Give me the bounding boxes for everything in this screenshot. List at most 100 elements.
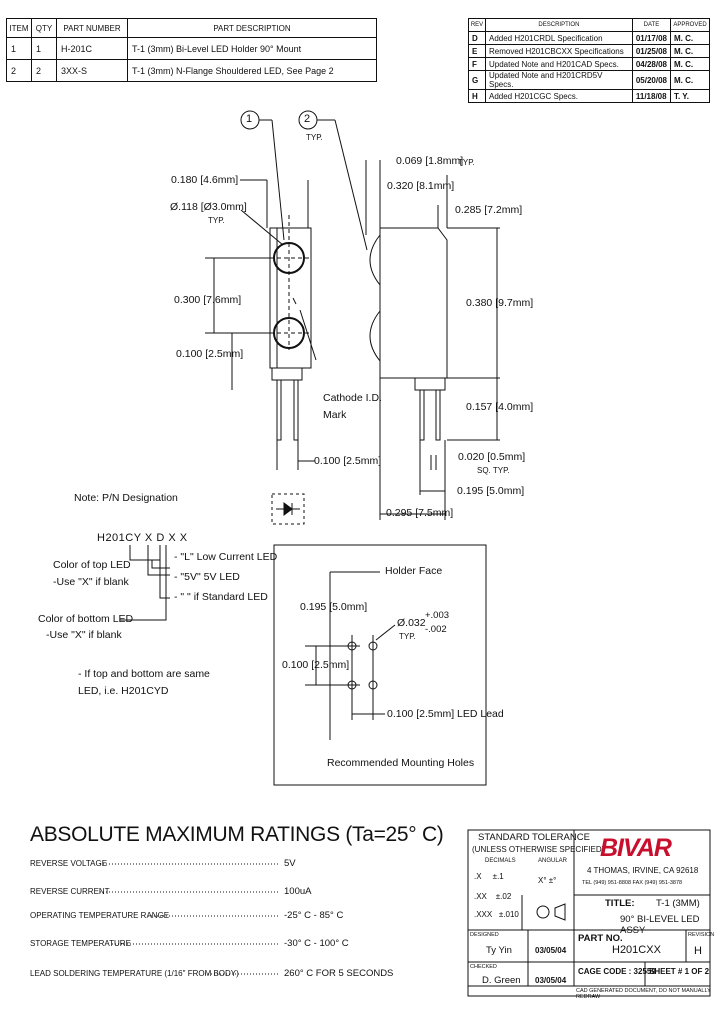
- rating-label: LEAD SOLDERING TEMPERATURE (1/16" FROM B…: [30, 969, 239, 978]
- check-date: 03/05/04: [535, 976, 567, 985]
- part-no: H201CXX: [612, 944, 661, 956]
- title-line2: 90° BI-LEVEL LED ASSY: [620, 914, 700, 936]
- dim-0100: 0.100 [2.5mm]: [176, 348, 244, 360]
- dim-0320: 0.320 [8.1mm]: [387, 180, 455, 192]
- pn-suffix-5v: - "5V" 5V LED: [174, 571, 240, 583]
- pn-note: Note: P/N Designation: [74, 492, 178, 504]
- dim-0180: 0.180 [4.6mm]: [171, 174, 239, 186]
- checked-label: CHECKED: [470, 964, 497, 970]
- phone: TEL (949) 951-8808 FAX (949) 951-3878: [582, 880, 683, 886]
- angular-label: ANGULAR: [538, 858, 568, 864]
- dim-0020-typ: SQ. TYP.: [477, 466, 510, 475]
- pn-same-note: - If top and bottom are same: [78, 668, 210, 680]
- dim-0285: 0.285 [7.2mm]: [455, 204, 523, 216]
- rating-label: STORAGE TEMPERATURE: [30, 939, 131, 948]
- std-tolerance: STANDARD TOLERANCE: [478, 832, 590, 843]
- cell: H: [468, 89, 486, 103]
- rating-label: REVERSE VOLTAGE: [30, 859, 108, 868]
- rating-label: OPERATING TEMPERATURE RANGE: [30, 911, 170, 920]
- parts-table: ITEM QTY PART NUMBER PART DESCRIPTION 1 …: [6, 18, 377, 82]
- pn-bottom-led: Color of bottom LED: [38, 613, 134, 625]
- dim-0069: 0.069 [1.8mm]: [396, 155, 464, 167]
- designed-label: DESIGNED: [470, 932, 499, 938]
- balloon-2: [298, 110, 318, 130]
- tol-x: .X ±.1: [474, 872, 504, 881]
- table-row: 1 1 H-201C T-1 (3mm) Bi-Level LED Holder…: [6, 37, 377, 60]
- tol-xx: .XX ±.02: [474, 892, 512, 901]
- balloon-1-label: 1: [246, 113, 253, 125]
- dim-dia-typ: TYP.: [208, 216, 225, 225]
- rating-value: -30° C - 100° C: [284, 938, 349, 949]
- rating-value: 100uA: [284, 886, 312, 897]
- dim-0157: 0.157 [4.0mm]: [466, 401, 534, 413]
- cell: E: [468, 44, 486, 58]
- decimals-label: DECIMALS: [485, 858, 516, 864]
- rating-value: 260° C FOR 5 SECONDS: [284, 968, 394, 979]
- mount-hole-typ: TYP.: [399, 632, 416, 641]
- holder-side-body: [379, 227, 448, 379]
- table-row: 2 2 3XX-S T-1 (3mm) N-Flange Shouldered …: [6, 59, 377, 82]
- holder-face-label: Holder Face: [385, 565, 443, 577]
- mount-hole-tol-minus: -.002: [425, 624, 447, 635]
- dim-dia-0118: Ø.118 [Ø3.0mm]: [170, 201, 247, 213]
- bivar-logo: BIVAR: [600, 834, 672, 862]
- mounting-holes-box: [273, 544, 487, 786]
- cell: 01/25/08: [631, 44, 672, 58]
- unless-specified: (UNLESS OTHERWISE SPECIFIED): [472, 845, 605, 854]
- address: 4 THOMAS, IRVINE, CA 92618: [587, 866, 699, 875]
- dim-0069-typ: TYP.: [458, 158, 475, 167]
- sheet-number: SHEET # 1 OF 2: [649, 967, 710, 976]
- checker: D. Green: [482, 975, 521, 986]
- title-line1: T-1 (3MM): [656, 898, 700, 909]
- mount-dim-0100: 0.100 [2.5mm]: [282, 659, 350, 671]
- dim-0295: 0.295 [7.5mm]: [386, 507, 454, 519]
- dim-0020: 0.020 [0.5mm]: [458, 451, 526, 463]
- cathode-label: Cathode I.D.: [323, 392, 382, 404]
- dim-0380: 0.380 [9.7mm]: [466, 297, 534, 309]
- pn-suffix-l: - "L" Low Current LED: [174, 551, 278, 563]
- design-date: 03/05/04: [535, 946, 567, 955]
- balloon-2-label: 2: [304, 113, 311, 125]
- designer: Ty Yin: [486, 945, 512, 956]
- dim-front-0100: 0.100 [2.5mm]: [314, 455, 382, 467]
- revision-label: REVISION: [688, 932, 715, 938]
- pn-top-led: Color of top LED: [53, 559, 131, 571]
- mount-dim-0195: 0.195 [5.0mm]: [300, 601, 368, 613]
- mount-lead-label: 0.100 [2.5mm] LED Lead: [387, 708, 504, 720]
- rating-label: REVERSE CURRENT: [30, 887, 110, 896]
- tol-ang: X° ±°: [538, 876, 557, 885]
- cell: 01/17/08: [631, 31, 672, 45]
- cell: T. Y.: [670, 89, 710, 103]
- ratings-title: ABSOLUTE MAXIMUM RATINGS (Ta=25° C): [30, 823, 444, 846]
- cathode-mark: [292, 297, 297, 305]
- pn-top-led-blank: -Use "X" if blank: [53, 576, 129, 588]
- revision-value: H: [694, 945, 702, 957]
- part-no-label: PART NO.: [578, 933, 623, 944]
- pn-code: H201CY X D X X: [97, 532, 188, 544]
- cad-note: CAD GENERATED DOCUMENT, DO NOT MANUALLY …: [576, 988, 711, 1000]
- dim-0195: 0.195 [5.0mm]: [457, 485, 525, 497]
- cage-code: CAGE CODE : 32559: [578, 967, 656, 976]
- pn-suffix-std: - " " if Standard LED: [174, 591, 268, 603]
- mount-hole-tol-plus: +.003: [425, 610, 450, 621]
- cell: M. C.: [670, 44, 710, 58]
- pn-same-example: LED, i.e. H201CYD: [78, 685, 169, 697]
- rating-value: -25° C - 85° C: [284, 910, 344, 921]
- balloon-1: [240, 110, 260, 130]
- tol-xxx: .XXX ±.010: [474, 910, 519, 919]
- typ-label: TYP.: [306, 133, 323, 142]
- cell: 11/18/08: [631, 89, 672, 103]
- diode-symbol: [271, 493, 305, 525]
- title-label: TITLE:: [605, 898, 635, 909]
- dim-0300: 0.300 [7.6mm]: [174, 294, 242, 306]
- mount-hole-dia: Ø.032: [397, 617, 426, 629]
- cathode-label-mark: Mark: [323, 409, 347, 421]
- pn-bottom-led-blank: -Use "X" if blank: [46, 629, 122, 641]
- rating-value: 5V: [284, 858, 296, 869]
- cell: T-1 (3mm) N-Flange Shouldered LED, See P…: [127, 59, 377, 82]
